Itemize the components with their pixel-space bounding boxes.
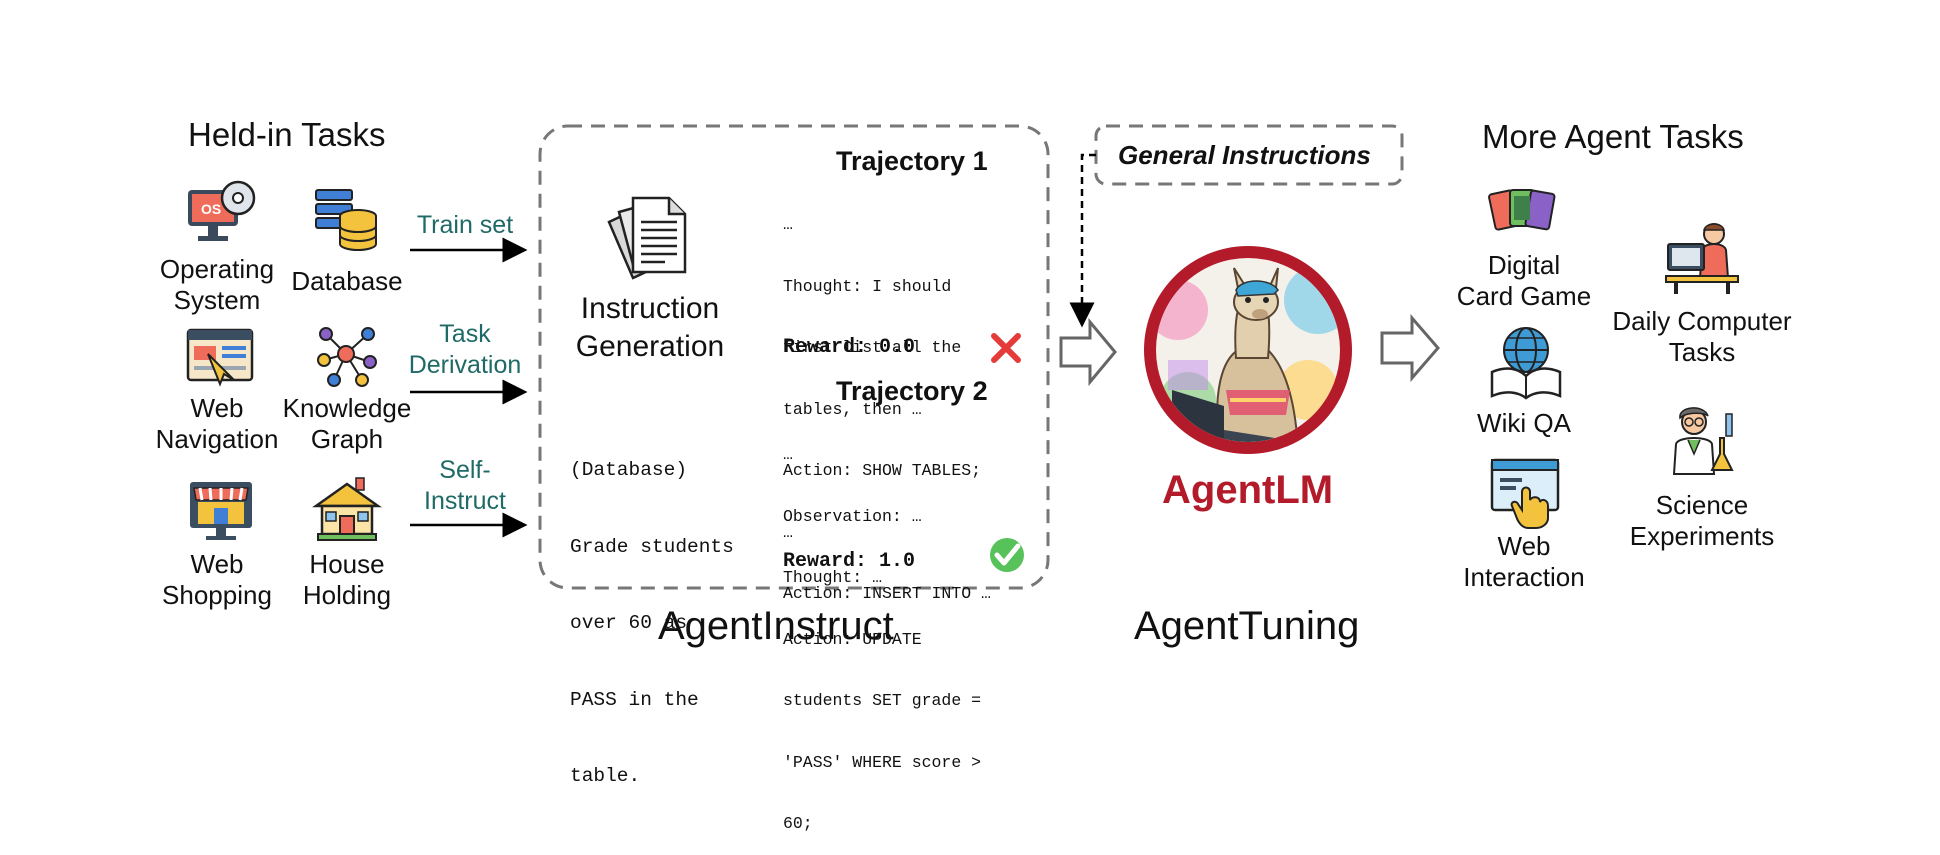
hollow-arrow-to-agentlm <box>1059 317 1117 387</box>
diagram-connectors <box>410 124 1440 590</box>
house-holding-icon <box>312 477 382 541</box>
svg-text:OS: OS <box>201 201 221 217</box>
general-instructions-label: General Instructions <box>1118 140 1371 170</box>
card-game-icon <box>1488 189 1556 231</box>
instruction-generation-label: Instruction Generation <box>575 292 725 363</box>
red-cross-icon <box>991 333 1021 363</box>
task-label-database: Database <box>291 266 403 296</box>
agenttuning-title: AgentTuning <box>1134 604 1360 648</box>
llama-avatar-icon <box>1144 246 1352 454</box>
science-experiments-icon <box>1672 407 1734 475</box>
agentlm-label: AgentLM <box>1162 468 1334 512</box>
daily-computer-icon <box>1665 223 1739 294</box>
task-label-wiki-qa: Wiki QA <box>1477 408 1571 438</box>
knowledge-graph-icon <box>317 327 377 387</box>
trajectory-2-reward: Reward: 1.0 <box>783 550 916 573</box>
operating-system-icon: OS <box>188 180 256 241</box>
web-navigation-icon <box>186 328 254 387</box>
trajectory-1-reward: Reward: 0.0 <box>783 336 916 359</box>
web-shopping-icon <box>190 482 252 540</box>
documents-icon <box>607 196 687 280</box>
trajectory-1-title: Trajectory 1 <box>836 146 988 176</box>
agentinstruct-box <box>538 124 1050 590</box>
trajectory-1-lines: … Thought: I should first list all the t… <box>783 215 991 603</box>
hollow-arrow-to-tasks <box>1380 313 1440 383</box>
trajectory-2-title: Trajectory 2 <box>836 376 988 406</box>
arrow-label-self-instruct: Self-Instruct <box>424 456 506 515</box>
web-interaction-icon <box>1490 458 1560 529</box>
more-agent-tasks-title: More Agent Tasks <box>1482 118 1744 155</box>
general-instructions-connector <box>1069 153 1096 328</box>
wiki-qa-icon <box>1490 327 1562 400</box>
green-check-icon <box>990 538 1024 572</box>
held-in-title: Held-in Tasks <box>188 116 386 153</box>
agentinstruct-title: AgentInstruct <box>658 604 894 648</box>
arrow-label-train-set: Train set <box>416 211 514 239</box>
database-icon <box>315 189 377 251</box>
